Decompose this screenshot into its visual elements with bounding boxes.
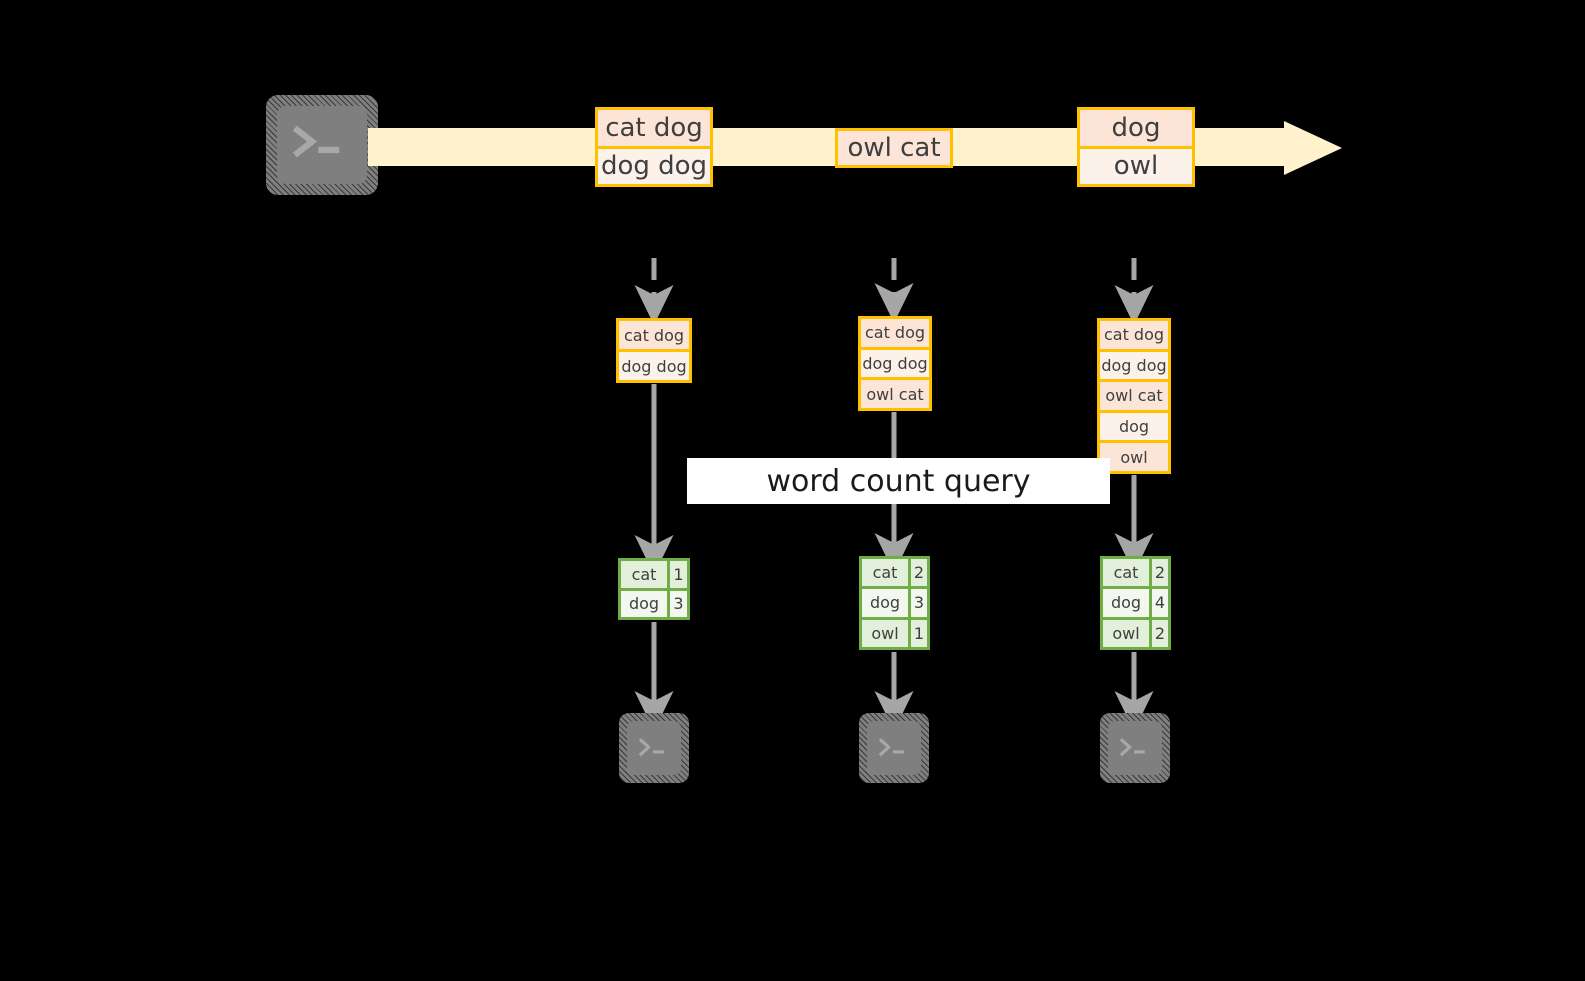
result-word: dog — [862, 589, 908, 617]
result-count: 2 — [1149, 619, 1168, 647]
accumulated-row: dog dog — [619, 349, 689, 380]
sink-terminal-icon-1 — [619, 713, 689, 783]
result-count: 4 — [1149, 589, 1168, 617]
result-table-1[interactable]: cat 1 dog 3 — [618, 558, 690, 620]
terminal-screen — [277, 106, 367, 184]
stream-arrowhead-icon — [1284, 121, 1342, 175]
result-row: cat 1 — [621, 561, 687, 588]
stream-event-group-3[interactable]: dog owl — [1077, 107, 1195, 187]
stream-event: owl — [1080, 145, 1192, 184]
accumulated-row: dog — [1100, 409, 1168, 441]
prompt-glyph-icon — [1119, 738, 1145, 757]
prompt-glyph-icon — [878, 738, 904, 757]
accumulated-table-2[interactable]: cat dog dog dog owl cat — [858, 316, 932, 411]
result-row: owl 2 — [1103, 616, 1168, 647]
accumulated-row: cat dog — [1100, 321, 1168, 349]
accumulated-row: cat dog — [861, 319, 929, 347]
accumulated-row: dog dog — [861, 346, 929, 378]
accumulated-row: dog dog — [1100, 348, 1168, 380]
prompt-glyph-icon — [293, 125, 340, 158]
result-row: dog 3 — [862, 586, 927, 617]
result-word: cat — [862, 559, 908, 587]
sink-terminal-icon-3 — [1100, 713, 1170, 783]
stream-event-group-1[interactable]: cat dog dog dog — [595, 107, 713, 187]
result-word: owl — [1103, 619, 1149, 647]
result-table-3[interactable]: cat 2 dog 4 owl 2 — [1100, 556, 1171, 650]
stream-event: dog — [1080, 110, 1192, 146]
terminal-screen — [1108, 721, 1162, 775]
query-label: word count query — [766, 463, 1031, 499]
result-count: 2 — [1149, 559, 1168, 587]
accumulated-row: owl — [1100, 440, 1168, 471]
result-count: 3 — [908, 589, 927, 617]
stream-event: cat dog — [598, 110, 710, 146]
result-count: 1 — [667, 561, 687, 588]
query-label-band: word count query — [687, 458, 1110, 504]
result-row: dog 3 — [621, 587, 687, 617]
terminal-screen — [627, 721, 681, 775]
result-row: dog 4 — [1103, 586, 1168, 617]
prompt-glyph-icon — [638, 738, 664, 757]
stream-event: dog dog — [598, 145, 710, 184]
source-terminal-icon — [266, 95, 378, 195]
result-count: 1 — [908, 619, 927, 647]
accumulated-row: owl cat — [861, 377, 929, 409]
result-count: 3 — [667, 590, 687, 617]
result-row: owl 1 — [862, 616, 927, 647]
result-word: cat — [621, 561, 667, 588]
terminal-screen — [867, 721, 921, 775]
accumulated-table-3[interactable]: cat dog dog dog owl cat dog owl — [1097, 318, 1171, 474]
result-word: cat — [1103, 559, 1149, 587]
result-row: cat 2 — [1103, 559, 1168, 587]
result-row: cat 2 — [862, 559, 927, 587]
result-word: dog — [621, 590, 667, 617]
accumulated-row: owl cat — [1100, 379, 1168, 410]
result-count: 2 — [908, 559, 927, 587]
stream-event: owl cat — [838, 131, 950, 165]
stream-event-group-2[interactable]: owl cat — [835, 128, 953, 168]
accumulated-table-1[interactable]: cat dog dog dog — [616, 318, 692, 383]
result-table-2[interactable]: cat 2 dog 3 owl 1 — [859, 556, 930, 650]
accumulated-row: cat dog — [619, 321, 689, 349]
result-word: owl — [862, 619, 908, 647]
sink-terminal-icon-2 — [859, 713, 929, 783]
result-word: dog — [1103, 589, 1149, 617]
